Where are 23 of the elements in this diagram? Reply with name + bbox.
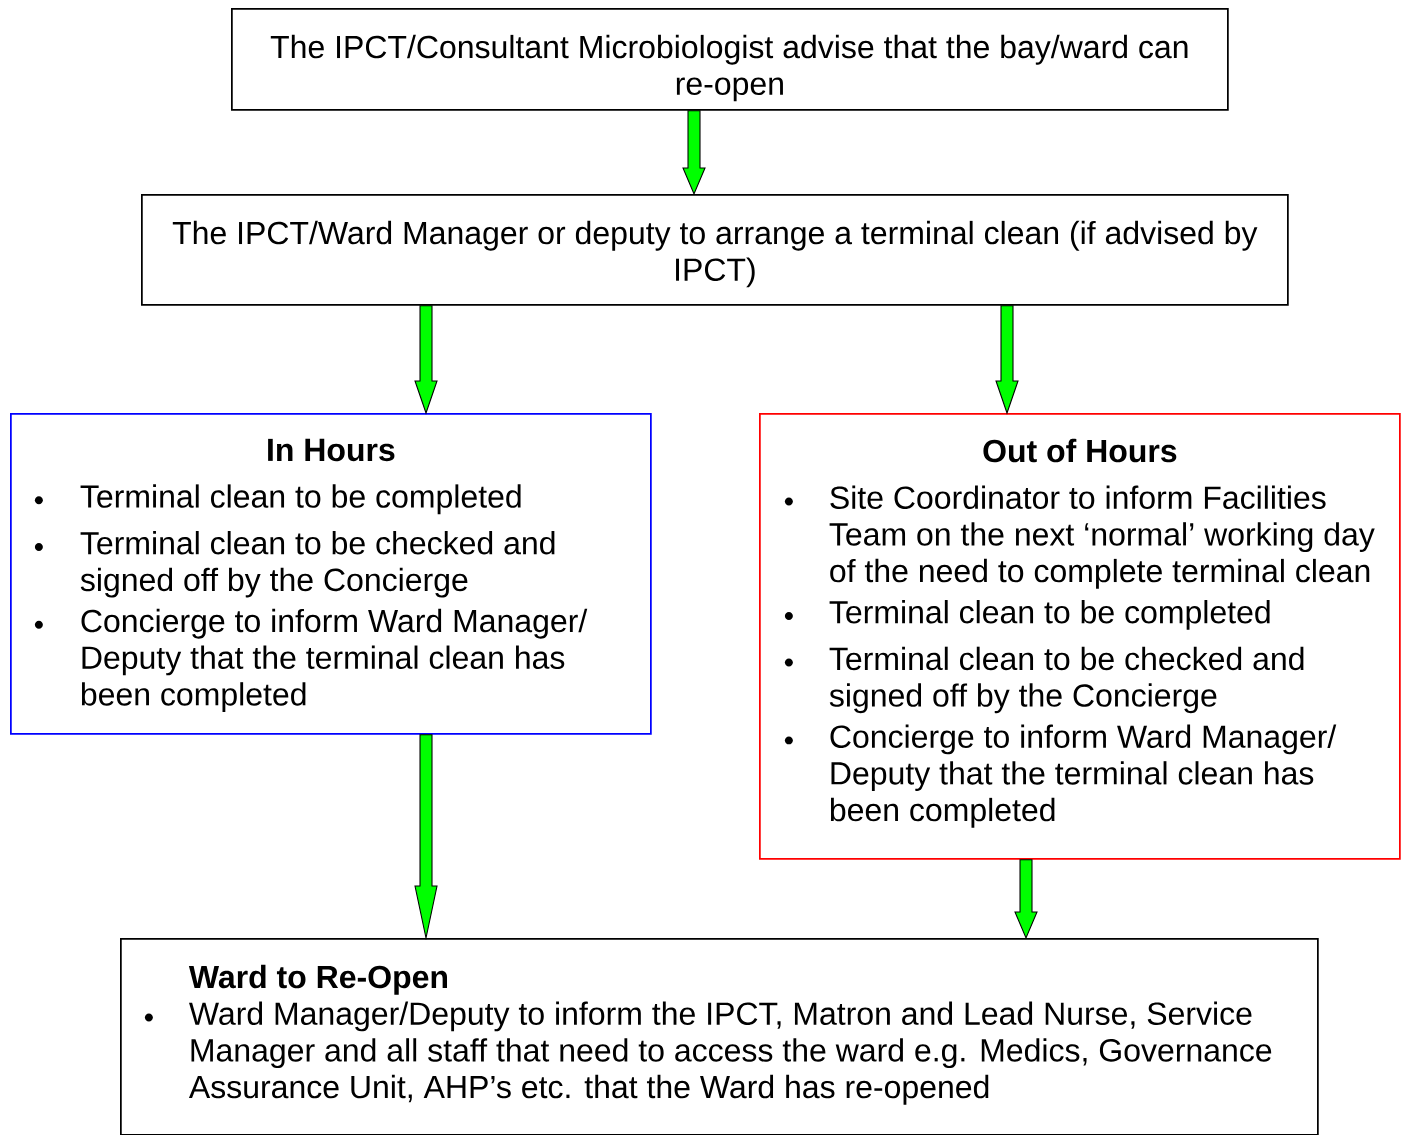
list-item: Concierge to inform Ward Manager/ Deputy that the terminal clean has been completed xyxy=(830,724,1337,828)
list-item: Terminal clean to be checked and signed off by the Concierge xyxy=(80,531,555,598)
process-box xyxy=(120,938,1319,1135)
list-item: Terminal clean to be checked and signed off by the Concierge xyxy=(829,646,1304,714)
block-arrow xyxy=(995,305,1019,415)
list-item: Ward Manager/Deputy to inform the IPCT, Matron and Lead Nurse, Service Manager and all staff that need to access the ward e.g. Medics, Governance Assurance Unit, AHP’s etc. that the Ward has re-opened xyxy=(188,1001,1272,1105)
list-item: Site Coordinator to inform Facilities Team on the next ‘normal’ working day of the need to complete terminal clean xyxy=(829,485,1375,589)
block-arrow xyxy=(414,305,438,415)
list-item: Terminal clean to be completed xyxy=(80,484,521,515)
list-item: Terminal clean to be completed xyxy=(829,600,1270,630)
heading: Ward to Re-Open xyxy=(188,964,447,995)
heading: In Hours xyxy=(268,438,395,462)
list-item: Concierge to inform Ward Manager/ Deputy that the terminal clean has been completed xyxy=(81,608,588,712)
process-box xyxy=(141,194,1289,306)
block-arrow xyxy=(1014,859,1038,940)
process-box xyxy=(10,413,652,735)
block-arrow xyxy=(682,110,706,196)
heading: Out of Hours xyxy=(983,438,1177,463)
box-text: The IPCT/Ward Manager or deputy to arrange a terminal clean (if advised by IPCT) xyxy=(172,220,1258,288)
box-text: The IPCT/Consultant Microbiologist advise that the bay/ward can re-open xyxy=(270,34,1188,102)
process-box xyxy=(231,8,1229,111)
block-arrow xyxy=(414,734,438,941)
process-box xyxy=(759,413,1401,860)
